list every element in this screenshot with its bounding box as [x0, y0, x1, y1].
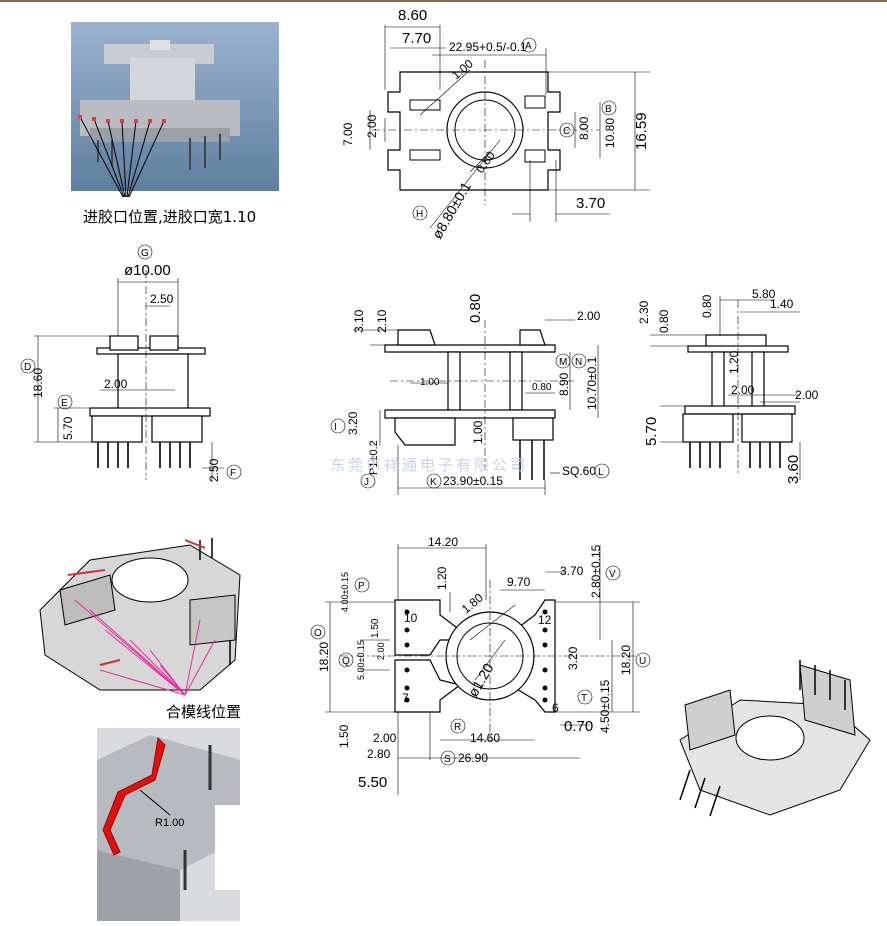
- section-view: [353, 319, 599, 495]
- pin-label-12: 12: [538, 613, 552, 627]
- dim-2-00: 2.00: [376, 642, 386, 660]
- dim-5-70: 5.70: [643, 417, 660, 446]
- tag-m: M: [559, 357, 567, 368]
- dim-9-70: 9.70: [507, 575, 531, 589]
- dim-8-90: 8.90: [557, 372, 571, 396]
- dim-3-20: 3.20: [346, 411, 360, 435]
- tag-h: H: [416, 209, 423, 220]
- dim-10-70: 10.70±0.1: [585, 356, 599, 410]
- mold-caption: 合模线位置: [166, 703, 241, 721]
- tag-e: E: [61, 398, 68, 409]
- dim-8-00: 8.00: [577, 116, 591, 140]
- dim-3-70: 3.70: [576, 195, 605, 212]
- dim-1-50: 1.50: [370, 618, 381, 638]
- render-iso-3d: [679, 660, 871, 817]
- dim-18-20-b: 18.20: [619, 645, 633, 675]
- dim-sq-60: SQ.60: [562, 464, 596, 478]
- dim-18-20: 18.20: [317, 642, 331, 672]
- dim-1-20: 1.20: [435, 566, 449, 590]
- dim-0-80-b: 0.80: [532, 382, 552, 393]
- dim-7-00: 7.00: [341, 122, 355, 146]
- dim-2-00-b: 2.00: [795, 388, 819, 402]
- side-view: [650, 296, 801, 480]
- dim-2-50-b: 2.50: [207, 458, 221, 482]
- dim-16-59: 16.59: [633, 112, 650, 150]
- tag-o: O: [314, 628, 322, 639]
- dim-5-80: 5.80: [752, 287, 776, 301]
- dim-3-60: 3.60: [785, 455, 802, 484]
- dim-2-00: 2.00: [731, 383, 755, 397]
- dim-1-40: 1.40: [770, 297, 794, 311]
- tag-q: Q: [342, 656, 350, 667]
- tag-p: P: [358, 581, 365, 592]
- dim-22-95: 22.95+0.5/-0.1: [449, 40, 527, 54]
- dim-r1-00: R1.00: [155, 817, 184, 829]
- dim-2-10: 2.10: [375, 309, 389, 333]
- tag-a: A: [525, 41, 532, 52]
- dim-3-10: 3.10: [352, 309, 366, 333]
- tag-i: I: [334, 422, 337, 433]
- dim-1-50-b: 1.50: [337, 724, 351, 748]
- tag-b: B: [605, 104, 612, 115]
- dim-18-60: 18.60: [31, 368, 45, 398]
- tag-d: D: [24, 362, 31, 373]
- tag-g: G: [141, 248, 149, 259]
- tag-n: N: [575, 357, 582, 368]
- tag-u: U: [639, 656, 646, 667]
- dim-2-50: 2.50: [150, 292, 174, 306]
- dim-5-50: 5.50: [358, 774, 387, 791]
- tag-t: T: [581, 693, 587, 704]
- dim-dia-10-00: ø10.00: [124, 262, 171, 279]
- dim-2-00: 2.00: [577, 309, 601, 323]
- bottom-view: [325, 544, 640, 795]
- tag-j: J: [364, 477, 369, 488]
- pin-label-10: 10: [404, 611, 418, 625]
- dim-3-70: 3.70: [560, 564, 584, 578]
- watermark: 东莞市祥通电子有限公司: [330, 456, 528, 474]
- dim-4-00: 4.00±0.15: [340, 572, 350, 612]
- dim-23-90: 23.90±0.15: [443, 474, 503, 488]
- tag-c: C: [563, 126, 570, 137]
- dim-1-20: 1.20: [727, 350, 741, 374]
- gate-caption: 进胶口位置,进胶口宽1.10: [83, 208, 256, 226]
- dim-0-80: 0.80: [467, 294, 484, 323]
- tag-l: L: [598, 467, 604, 478]
- dim-2-00: 2.00: [365, 114, 379, 138]
- dim-1-00-b: 1.00: [471, 420, 485, 444]
- dim-10-80: 10.80: [603, 118, 617, 148]
- pin-label-6: 6: [552, 701, 559, 715]
- dim-5-00: 5.00±0.15: [356, 640, 366, 680]
- tag-f: F: [230, 468, 236, 479]
- tag-r: R: [454, 722, 461, 733]
- dim-3-20: 3.20: [566, 646, 580, 670]
- tag-s: S: [444, 754, 451, 765]
- dim-14-60: 14.60: [470, 731, 500, 745]
- dim-p1: P1±0.2: [368, 440, 380, 475]
- dim-0-80: 0.80: [657, 309, 671, 333]
- dim-4-50: 4.50±0.15: [598, 679, 612, 733]
- dim-2-80-b: 2.80: [367, 747, 391, 761]
- dim-5-70: 5.70: [61, 416, 75, 440]
- tag-v: V: [609, 569, 616, 580]
- dim-2-00-b: 2.00: [373, 731, 397, 745]
- front-view: [34, 270, 224, 482]
- dim-2-00: 2.00: [104, 377, 128, 391]
- dim-7-70: 7.70: [402, 30, 431, 47]
- dim-8-60: 8.60: [398, 7, 427, 24]
- dim-0-70: 0.70: [564, 718, 593, 735]
- top-view: [369, 25, 650, 229]
- dim-2-80: 2.80±0.15: [589, 544, 603, 598]
- pin-label-7: 7: [402, 691, 409, 705]
- render-closeup: [97, 728, 240, 921]
- render-mold-3d: [39, 538, 241, 696]
- dim-1-00: 1.00: [420, 377, 440, 388]
- render-gate-3d: [71, 22, 279, 198]
- dim-0-80-b: 0.80: [700, 294, 714, 318]
- dim-26-90: 26.90: [458, 751, 488, 765]
- tag-k: K: [430, 477, 437, 488]
- dim-14-20: 14.20: [428, 535, 458, 549]
- dim-2-30: 2.30: [637, 300, 651, 324]
